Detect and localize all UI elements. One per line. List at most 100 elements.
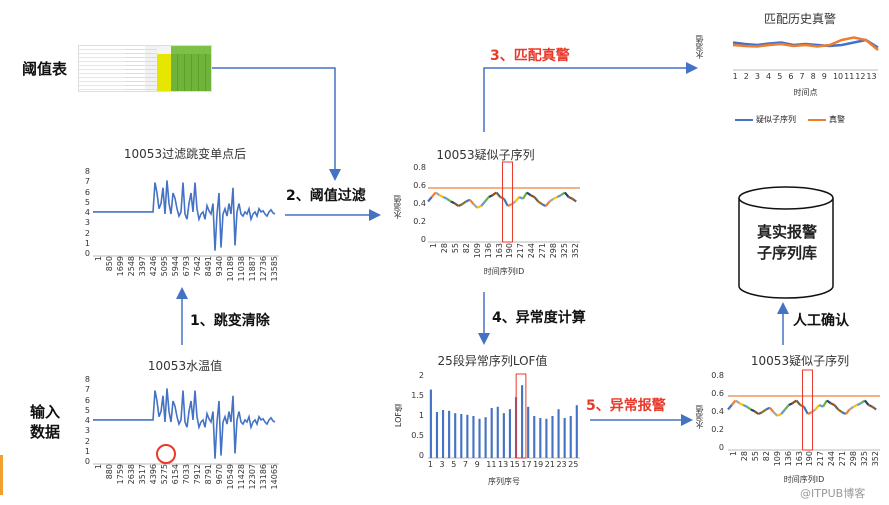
input-data-label-line1: 输入: [30, 403, 61, 421]
y-tick-label: 6: [84, 187, 90, 197]
y-tick-label: 0: [84, 457, 90, 466]
series-line-true-alarm: [732, 36, 879, 51]
x-tick-label: 1: [729, 451, 739, 457]
series-segment: [526, 191, 532, 197]
step-threshold-filter: 2、阈值过滤: [286, 188, 366, 204]
database-label: 真实报警 子序列库: [737, 222, 837, 264]
series-segment: [495, 191, 502, 198]
y-tick-label: 0.8: [413, 163, 426, 172]
series-segment: [807, 411, 813, 415]
series-segment: [472, 203, 479, 209]
x-tick-label: 1: [427, 460, 433, 469]
y-tick-label: 0: [420, 235, 426, 244]
series-segment: [568, 196, 573, 200]
y-tick-label: 1: [418, 411, 424, 420]
y-tick-label: 0.2: [711, 425, 724, 434]
chart-history-xlabel: 时间点: [793, 88, 818, 97]
x-tick-label: 7: [462, 460, 469, 469]
x-tick-label: 10549: [225, 464, 235, 490]
x-tick-label: 8491: [203, 256, 213, 277]
series-segment: [757, 411, 763, 415]
series-segment: [734, 399, 741, 405]
chart-lof-ylabel: LOF值: [394, 404, 403, 428]
series-segment: [863, 399, 870, 406]
series-segment: [765, 406, 771, 411]
y-tick-label: 2: [418, 371, 424, 380]
lof-bar: [496, 406, 499, 458]
series-segment: [552, 196, 558, 200]
x-tick-label: 850: [105, 256, 115, 272]
chart-filtered-title: 10053过滤跳变单点后: [123, 147, 247, 161]
y-tick-label: 1: [84, 446, 90, 456]
highlight-box: [801, 369, 813, 451]
highlight-box: [501, 161, 513, 243]
series-segment: [438, 194, 444, 198]
series-segment: [450, 200, 456, 205]
lof-bar: [557, 409, 560, 458]
x-tick-label: 1: [94, 256, 104, 262]
x-tick-label: 55: [451, 243, 461, 254]
step-anomaly-score: 4、异常度计算: [492, 310, 586, 326]
x-tick-label: 12: [855, 72, 866, 81]
lof-bar: [472, 416, 475, 458]
series-segment: [430, 191, 437, 198]
x-tick-label: 7: [799, 72, 805, 81]
x-tick-label: 82: [762, 451, 771, 462]
series-segment: [484, 196, 490, 203]
series-segment: [537, 200, 543, 206]
x-tick-label: 5: [777, 72, 783, 81]
chart-suspect-plot: [427, 161, 580, 243]
x-tick-label: 217: [816, 451, 826, 467]
lof-bar: [490, 408, 493, 458]
x-tick-label: 14065: [269, 464, 279, 490]
anomaly-circle-marker: [156, 444, 176, 464]
lof-bar: [484, 417, 487, 458]
series-segment: [476, 205, 482, 209]
series-segment: [541, 203, 547, 207]
x-tick-label: 13186: [258, 464, 268, 490]
series-segment: [548, 197, 555, 203]
chart-raw-title: 10053水温值: [147, 359, 223, 373]
series-segment: [837, 408, 843, 414]
step-match-true-alarm: 3、匹配真警: [490, 48, 570, 64]
x-tick-label: 244: [827, 451, 837, 467]
x-tick-label: 5275: [160, 464, 170, 485]
legend-label-suspect: 疑似子序列: [756, 115, 796, 124]
y-tick-label: 7: [84, 385, 90, 395]
lof-bar: [429, 389, 432, 458]
x-tick-label: 5944: [171, 256, 181, 277]
series-segment: [761, 408, 767, 414]
chart-suspect-title: 10053疑似子序列: [436, 148, 535, 162]
x-tick-label: 82: [462, 243, 471, 254]
database-label-line1: 真实报警: [756, 223, 817, 241]
series-segment: [833, 404, 840, 411]
x-tick-label: 28: [440, 243, 450, 254]
x-tick-label: 3: [439, 460, 445, 469]
series-segment: [822, 399, 828, 408]
series-segment: [503, 198, 509, 207]
y-tick-label: 3: [84, 426, 90, 436]
series-segment: [841, 411, 847, 415]
y-tick-label: 1: [84, 238, 90, 248]
lof-bar: [448, 410, 451, 458]
series-segment: [544, 200, 551, 207]
x-tick-label: 10: [832, 72, 844, 81]
x-tick-label: 4246: [149, 256, 159, 277]
series-segment: [465, 198, 471, 203]
series-segment: [514, 196, 521, 203]
y-tick-label: 2: [84, 228, 90, 238]
arrow-table-to-filter: [210, 67, 341, 181]
series-segment: [868, 404, 873, 408]
y-tick-label: 8: [84, 167, 90, 176]
chart-history-ylabel: 水温值: [695, 35, 704, 59]
lof-bar: [539, 418, 542, 458]
x-tick-label: 13: [866, 72, 877, 81]
x-tick-label: 6793: [182, 256, 191, 277]
series-segment: [563, 191, 570, 198]
lof-bar: [569, 416, 572, 458]
